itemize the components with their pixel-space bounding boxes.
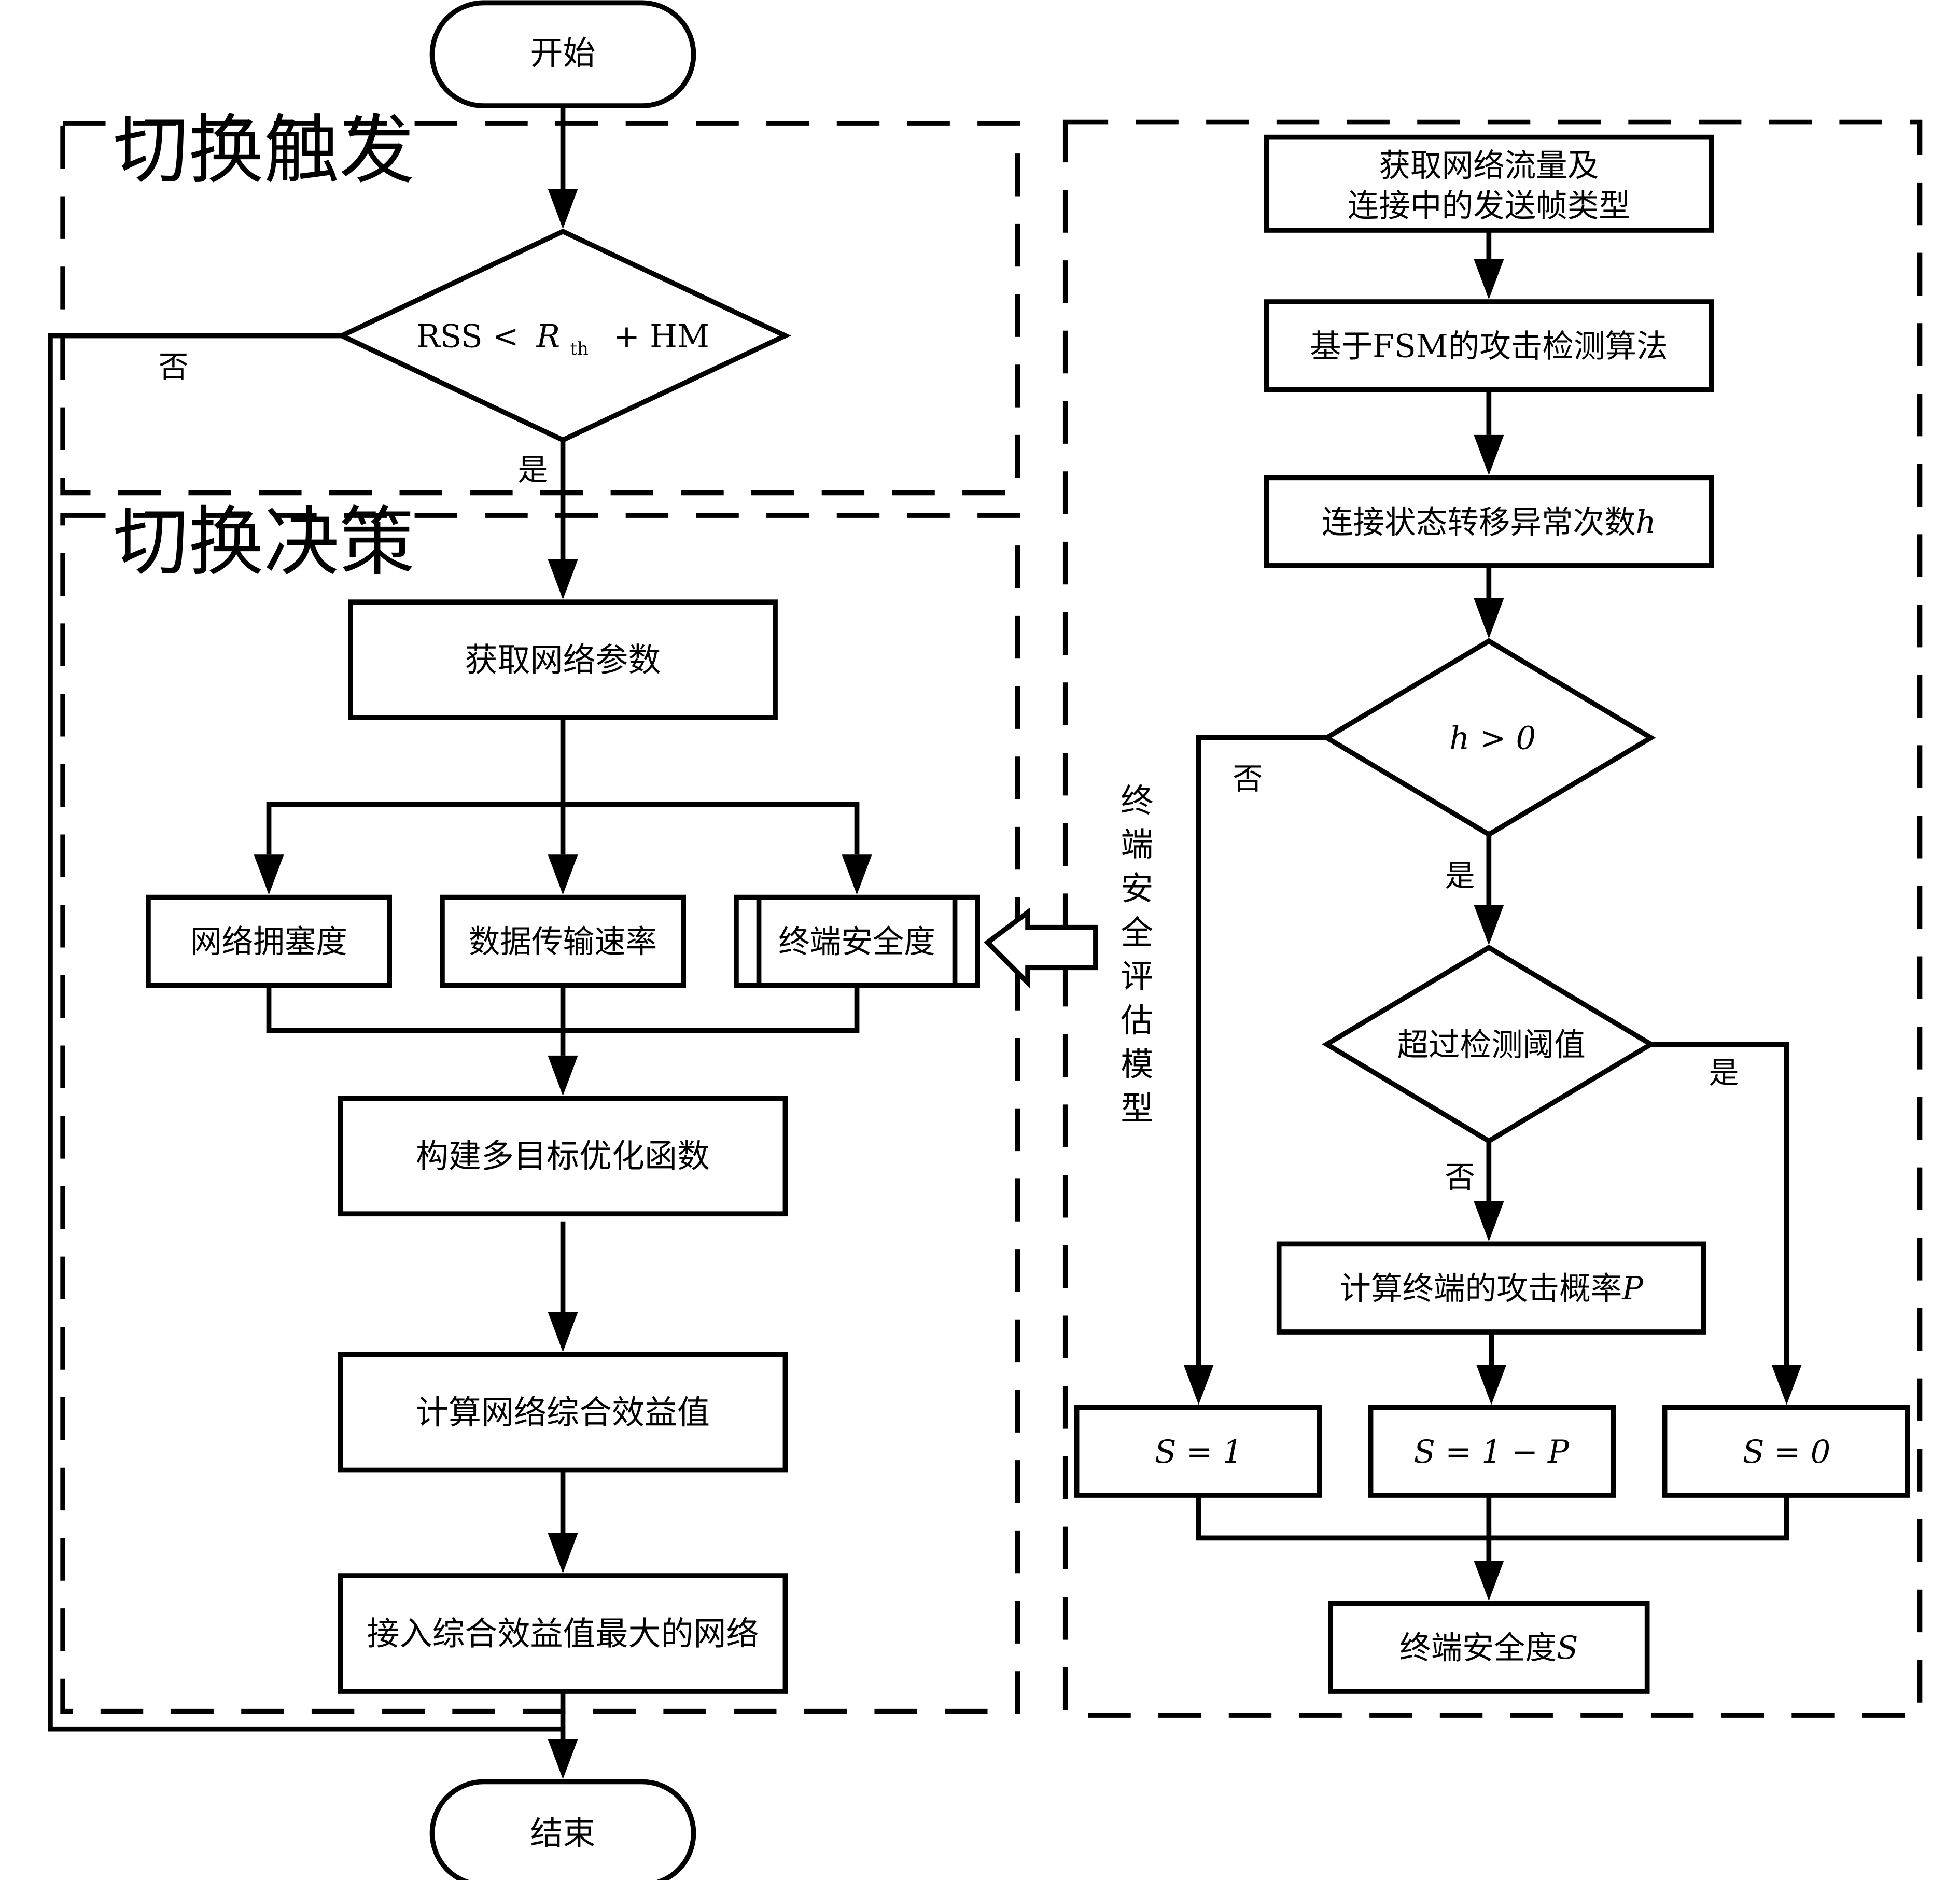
connector-s-merge-bar	[1196, 1495, 1789, 1541]
arrowhead-access	[548, 1533, 578, 1574]
get-traffic-label-line-1: 获取网络流量及	[1379, 148, 1599, 184]
h-no-label: 否	[1233, 761, 1263, 796]
access-network-box	[338, 1573, 788, 1694]
attack-probability-label: 计算终端的攻击概率P	[1339, 1271, 1644, 1307]
arrowhead-s-one-minus-p	[1476, 1365, 1507, 1405]
congestion-label: 网络拥塞度	[190, 924, 347, 960]
connector-h-no	[1196, 735, 1327, 1365]
rss-condition-label: RSS < R th + HM	[416, 318, 709, 362]
threshold-condition-label: 超过检测阈值	[1397, 1027, 1585, 1063]
model-label-char-6: 估	[1121, 1002, 1153, 1040]
s-equals-zero-label: S = 0	[1743, 1434, 1830, 1470]
model-label-char-2: 端	[1121, 826, 1153, 864]
decision-region-frame	[60, 513, 1020, 1714]
arrowhead-attack-prob	[1474, 1201, 1504, 1242]
get-params-box	[348, 599, 778, 720]
arrowhead-s-one	[1183, 1365, 1214, 1405]
arrowhead-threshold	[1474, 905, 1504, 945]
abnormal-count-label: 连接状态转移异常次数h	[1322, 504, 1656, 541]
model-label-char-5: 评	[1121, 958, 1153, 995]
congestion-box	[146, 894, 392, 988]
model-label-char-7: 模	[1121, 1046, 1153, 1084]
model-output-hollow-arrow	[984, 907, 1098, 989]
security-degree-output-label: 终端安全度S	[1399, 1630, 1578, 1666]
security-degree-output-box	[1328, 1601, 1650, 1694]
security-model-vertical-label: 终 端 安 全 评 估 模 型	[1121, 782, 1153, 1128]
s-equals-one-box	[1074, 1405, 1322, 1498]
security-model-frame	[1062, 119, 1923, 1718]
build-function-label: 构建多目标优化函数	[416, 1138, 710, 1175]
compute-benefit-box	[338, 1352, 788, 1473]
security-degree-label: 终端安全度	[778, 924, 935, 960]
decision-region-label: 切换决策	[113, 499, 415, 586]
arrowhead-build	[548, 1055, 578, 1096]
trigger-region-label: 切换触发	[113, 107, 415, 194]
arrowhead-hcheck	[1474, 598, 1504, 639]
arrowhead-count	[1474, 434, 1504, 475]
build-function-box	[338, 1096, 788, 1217]
arrowhead-s-zero	[1771, 1365, 1802, 1405]
abnormal-count-box	[1264, 475, 1714, 568]
access-network-label: 接入综合效益值最大的网络	[367, 1615, 759, 1652]
arrowhead-security-degree	[1474, 1561, 1504, 1601]
h-yes-label: 是	[1445, 858, 1475, 893]
attack-probability-box	[1276, 1241, 1706, 1335]
model-label-char-1: 终	[1121, 782, 1153, 820]
get-traffic-label-line-2: 连接中的发送帧类型	[1348, 188, 1630, 224]
model-label-char-8: 型	[1121, 1090, 1153, 1128]
connector-trigger-no-loop	[48, 333, 563, 1732]
model-label-char-4: 全	[1121, 914, 1153, 951]
s-equals-one-label: S = 1	[1155, 1434, 1242, 1470]
threshold-no-label: 否	[1445, 1159, 1475, 1195]
arrowhead-trigger	[548, 189, 578, 229]
trigger-yes-label: 是	[517, 452, 548, 487]
end-terminal	[429, 1779, 696, 1880]
threshold-yes-label: 是	[1709, 1055, 1739, 1090]
start-label: 开始	[530, 34, 596, 72]
s-one-minus-p-label: S = 1 − P	[1414, 1434, 1570, 1470]
get-params-label: 获取网络参数	[465, 641, 661, 679]
rate-label: 数据传输速率	[469, 924, 657, 960]
arrowhead-compute	[548, 1312, 578, 1352]
fsm-detect-box	[1264, 299, 1714, 392]
compute-benefit-label: 计算网络综合效益值	[416, 1394, 710, 1432]
arrowhead-congestion	[254, 854, 284, 895]
arrowhead-security	[842, 854, 872, 895]
arrowhead-rate	[548, 854, 578, 895]
end-label: 结束	[530, 1815, 596, 1853]
trigger-region-frame	[60, 121, 1020, 496]
s-one-minus-p-box	[1368, 1405, 1616, 1498]
connector-threshold-yes	[1650, 1042, 1789, 1365]
arrowhead-get-params	[548, 559, 578, 600]
model-label-char-3: 安	[1121, 869, 1153, 907]
arrowhead-fsm	[1474, 259, 1504, 300]
rate-box	[440, 894, 686, 988]
arrowhead-end	[548, 1739, 578, 1779]
fsm-detect-label: 基于FSM的攻击检测算法	[1310, 329, 1668, 365]
trigger-no-label: 否	[158, 349, 188, 384]
get-traffic-box	[1264, 134, 1714, 233]
connector-split-bar	[266, 802, 860, 855]
h-condition-label: h > 0	[1449, 721, 1536, 757]
